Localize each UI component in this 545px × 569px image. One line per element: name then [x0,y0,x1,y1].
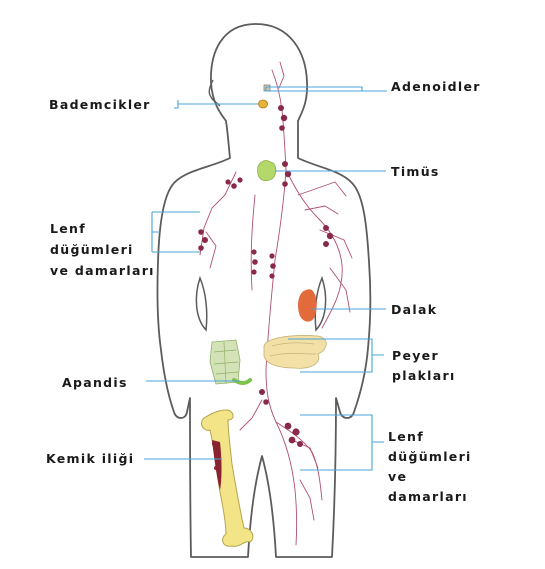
right-arm-gap [314,275,327,332]
leader-lines [144,86,387,471]
adenoids-shape [263,84,271,92]
lymph-right-line-4: damarları [388,489,468,504]
thymus-label: Timüs [391,164,440,179]
lymph-nodes [198,105,334,447]
bone-marrow-label: Kemik iliği [46,451,135,466]
lymph-nodes-right-label: Lenf düğümleri ve damarları [388,427,472,507]
peyer-line-2: plakları [392,368,456,383]
intestine-texture [269,342,317,357]
lymph-left-line-2: düğümleri [50,242,134,257]
lymph-right-line-1: Lenf [388,429,424,444]
marrow-dots [212,442,221,470]
lymph-right-line-3: ve [388,469,408,484]
appendix-label: Apandis [62,375,128,390]
bone-marrow [212,440,222,490]
lymph-vessels [199,61,353,546]
thymus-shape [257,160,277,181]
spleen-label: Dalak [391,302,438,317]
peyer-line-1: Peyer [392,348,439,363]
left-arm-gap [195,275,208,332]
spleen-shape [298,289,317,322]
lymph-left-line-1: Lenf [50,221,86,236]
lymph-left-line-3: ve damarları [50,263,155,278]
lymph-right-line-2: düğümleri [388,449,472,464]
lymph-nodes-left-label: Lenf düğümleri ve damarları [50,218,155,281]
tonsils-shape [258,99,268,109]
tonsils-label: Bademcikler [49,97,151,112]
colon-shape [209,339,241,385]
adenoids-label: Adenoidler [391,79,481,94]
peyer-patches-label: Peyer plakları [392,346,456,386]
